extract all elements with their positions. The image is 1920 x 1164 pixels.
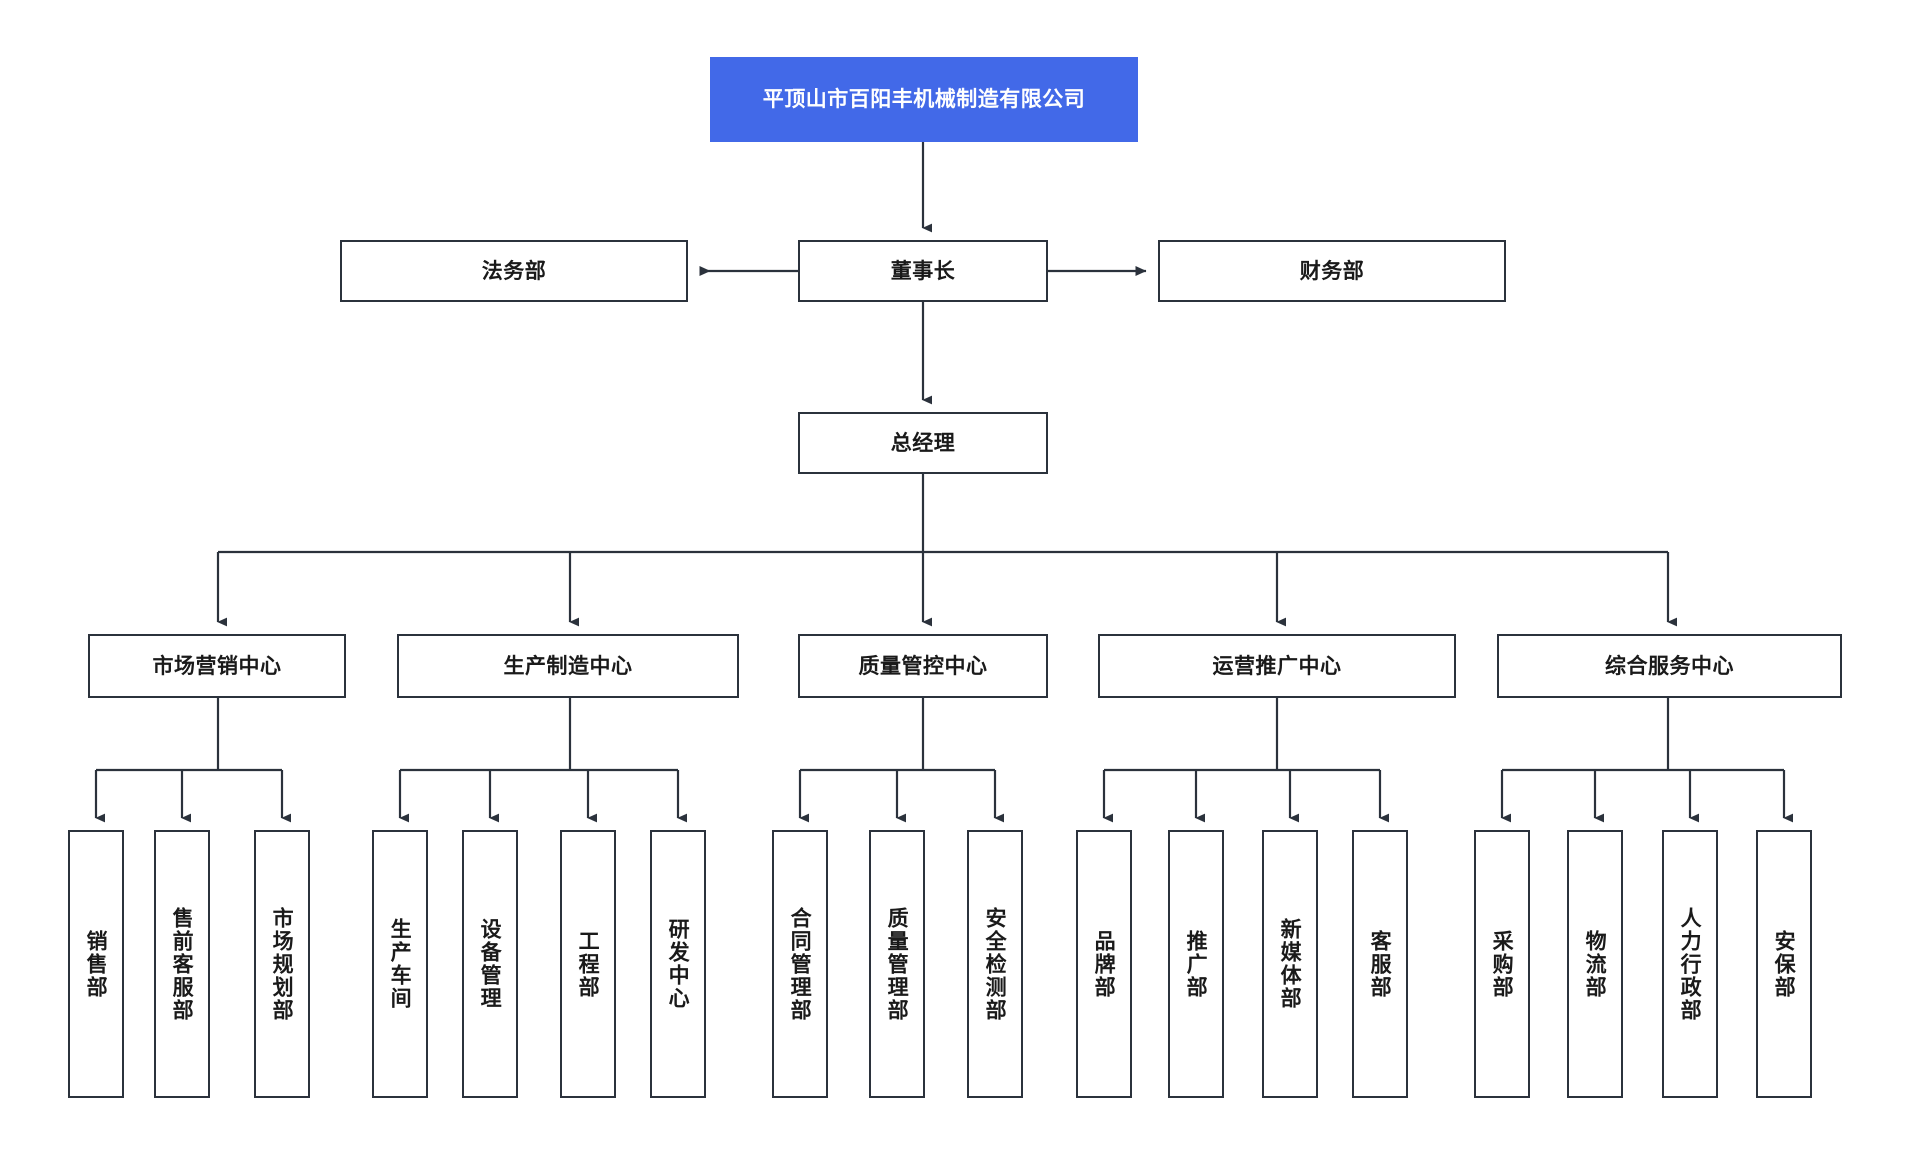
node-dept-promotion[interactable]: 推广部 [1168,830,1224,1098]
node-label-dept-engineering: 工程部 [576,929,601,999]
node-dept-quality-management[interactable]: 质量管理部 [869,830,925,1098]
node-label-dept-presales-service: 售前客服部 [170,906,195,1022]
node-label-dept-quality-management: 质量管理部 [885,906,910,1022]
node-label-legal-department: 法务部 [481,258,547,283]
node-dept-production-workshop[interactable]: 生产车间 [372,830,428,1098]
node-label-dept-market-planning: 市场规划部 [270,906,295,1022]
node-label-dept-contract-management: 合同管理部 [788,906,813,1022]
node-label-dept-procurement: 采购部 [1490,929,1515,999]
node-label-company-root: 平顶山市百阳丰机械制造有限公司 [762,87,1086,112]
node-center-general-services[interactable]: 综合服务中心 [1497,634,1842,698]
node-dept-security[interactable]: 安保部 [1756,830,1812,1098]
node-label-finance-department: 财务部 [1299,258,1365,283]
node-label-dept-equipment-management: 设备管理 [478,918,503,1010]
node-finance-department[interactable]: 财务部 [1158,240,1506,302]
node-label-center-quality: 质量管控中心 [858,653,988,678]
node-dept-customer-service[interactable]: 客服部 [1352,830,1408,1098]
node-dept-rnd-center[interactable]: 研发中心 [650,830,706,1098]
node-label-dept-brand: 品牌部 [1092,929,1117,999]
node-dept-safety-inspection[interactable]: 安全检测部 [967,830,1023,1098]
node-dept-engineering[interactable]: 工程部 [560,830,616,1098]
node-center-manufacturing[interactable]: 生产制造中心 [397,634,739,698]
node-dept-logistics[interactable]: 物流部 [1567,830,1623,1098]
connectors [94,142,1794,823]
node-dept-procurement[interactable]: 采购部 [1474,830,1530,1098]
node-label-dept-logistics: 物流部 [1583,929,1608,999]
node-label-center-marketing: 市场营销中心 [152,653,282,678]
node-label-dept-production-workshop: 生产车间 [388,918,413,1010]
node-label-dept-customer-service: 客服部 [1368,929,1393,999]
node-legal-department[interactable]: 法务部 [340,240,688,302]
node-label-dept-new-media: 新媒体部 [1278,918,1303,1010]
node-label-general-manager: 总经理 [890,430,956,455]
node-label-center-general-services: 综合服务中心 [1605,653,1734,678]
node-company-root[interactable]: 平顶山市百阳丰机械制造有限公司 [710,57,1138,142]
node-dept-brand[interactable]: 品牌部 [1076,830,1132,1098]
node-dept-equipment-management[interactable]: 设备管理 [462,830,518,1098]
node-dept-sales[interactable]: 销售部 [68,830,124,1098]
node-dept-hr-admin[interactable]: 人力行政部 [1662,830,1718,1098]
node-dept-new-media[interactable]: 新媒体部 [1262,830,1318,1098]
node-label-dept-promotion: 推广部 [1184,929,1209,999]
node-label-dept-rnd-center: 研发中心 [666,918,691,1010]
node-label-center-operations: 运营推广中心 [1212,653,1342,678]
node-dept-market-planning[interactable]: 市场规划部 [254,830,310,1098]
node-label-chairman: 董事长 [890,258,956,283]
node-chairman[interactable]: 董事长 [798,240,1048,302]
node-label-dept-sales: 销售部 [84,929,109,999]
node-label-dept-safety-inspection: 安全检测部 [983,906,1008,1022]
node-dept-contract-management[interactable]: 合同管理部 [772,830,828,1098]
node-center-marketing[interactable]: 市场营销中心 [88,634,346,698]
node-dept-presales-service[interactable]: 售前客服部 [154,830,210,1098]
node-center-operations[interactable]: 运营推广中心 [1098,634,1456,698]
node-general-manager[interactable]: 总经理 [798,412,1048,474]
node-label-center-manufacturing: 生产制造中心 [503,653,633,678]
node-label-dept-security: 安保部 [1772,929,1797,999]
node-label-dept-hr-admin: 人力行政部 [1678,906,1703,1022]
node-center-quality[interactable]: 质量管控中心 [798,634,1048,698]
